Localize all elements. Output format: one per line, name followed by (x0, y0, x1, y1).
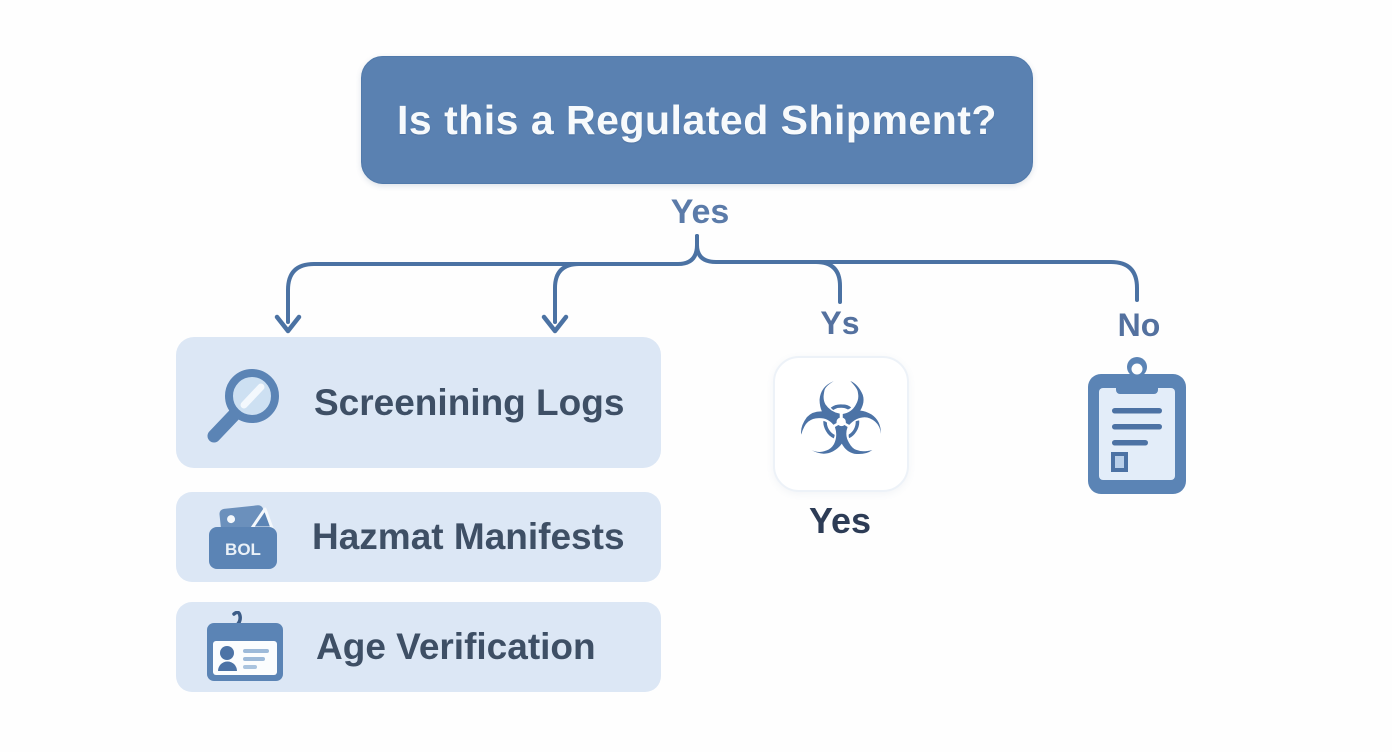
bol-folder-icon: BOL (209, 505, 277, 569)
doc-box-age-verification: Age Verification (176, 602, 661, 692)
doc-box-hazmat-manifests: BOL Hazmat Manifests (176, 492, 661, 582)
doc-box-screening-logs: Screenining Logs (176, 337, 661, 468)
hazmat-result-caption: Yes (808, 500, 872, 541)
branch-label-no: No (1117, 307, 1161, 343)
biohazard-card: ☣ (773, 356, 909, 492)
magnifier-check-icon (207, 368, 279, 442)
bol-label: BOL (225, 540, 261, 559)
clipboard-icon (1088, 357, 1186, 494)
doc-label-hazmat-manifests: Hazmat Manifests (312, 516, 625, 557)
doc-label-age-verification: Age Verification (316, 626, 596, 667)
decision-node-label: Is this a Regulated Shipment? (397, 96, 997, 143)
id-card-icon (207, 611, 283, 681)
branch-label-yes: Yes (670, 193, 730, 231)
decision-node: Is this a Regulated Shipment? (361, 56, 1033, 184)
biohazard-icon: ☣ (796, 361, 886, 478)
branch-label-ys: Ys (820, 305, 860, 341)
doc-label-screening-logs: Screenining Logs (314, 381, 625, 423)
